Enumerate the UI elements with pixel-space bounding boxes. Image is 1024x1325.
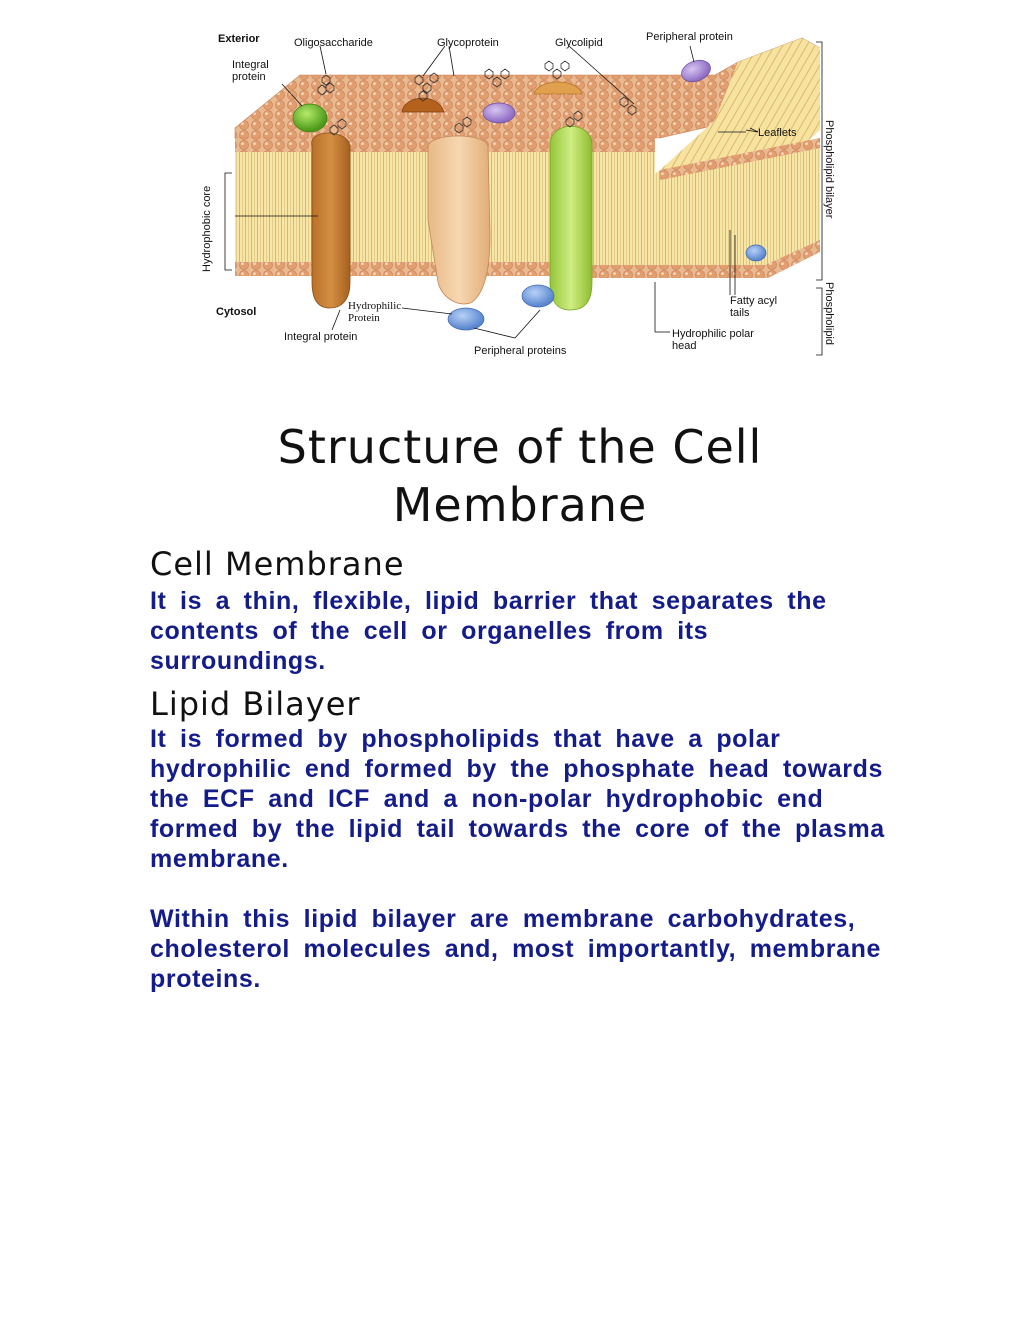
label-hydrophilic-protein-line2: Protein [348,312,380,324]
section-heading-cell-membrane: Cell Membrane [150,545,405,583]
label-integral-protein-line2: protein [232,71,266,83]
oligosaccharide-chains [317,60,637,136]
section-paragraph-lipid-bilayer-1: It is formed by phospholipids that have … [150,725,885,873]
label-fatty-acyl-line1: Fatty acyl [730,295,777,307]
label-cytosol: Cytosol [216,306,256,318]
label-peripheral-protein: Peripheral protein [646,31,733,43]
label-integral-protein-bottom: Integral protein [284,331,357,343]
label-hydrophilic-protein-line1: Hydrophilic [348,300,401,312]
section-heading-lipid-bilayer: Lipid Bilayer [150,685,361,723]
label-phospholipid-bilayer: Phospholipid bilayer [823,120,835,219]
label-leaflets: Leaflets [758,127,797,139]
label-exterior: Exterior [218,33,260,45]
label-glycolipid: Glycolipid [555,37,603,49]
label-fatty-acyl-line2: tails [730,307,750,319]
label-phospholipid: Phospholipid [823,282,835,345]
label-hydrophilic-polar-line2: head [672,340,696,352]
membrane-proteins [292,59,767,331]
section-paragraph-cell-membrane: It is a thin, flexible, lipid barrier th… [150,587,827,675]
label-glycoprotein: Glycoprotein [437,37,499,49]
label-hydrophobic-core: Hydrophobic core [201,186,213,272]
label-peripheral-proteins: Peripheral proteins [474,345,567,357]
cell-membrane-diagram: Exterior Oligosaccharide Glycoprotein Gl… [201,31,835,357]
leader-lines [224,41,823,356]
page-title: Structure of the Cell Membrane [277,420,763,532]
label-integral-protein-line1: Integral [232,59,269,71]
label-hydrophilic-polar-line1: Hydrophilic polar [672,328,754,340]
label-oligosaccharide: Oligosaccharide [294,37,373,49]
section-paragraph-lipid-bilayer-2: Within this lipid bilayer are membrane c… [150,905,881,993]
